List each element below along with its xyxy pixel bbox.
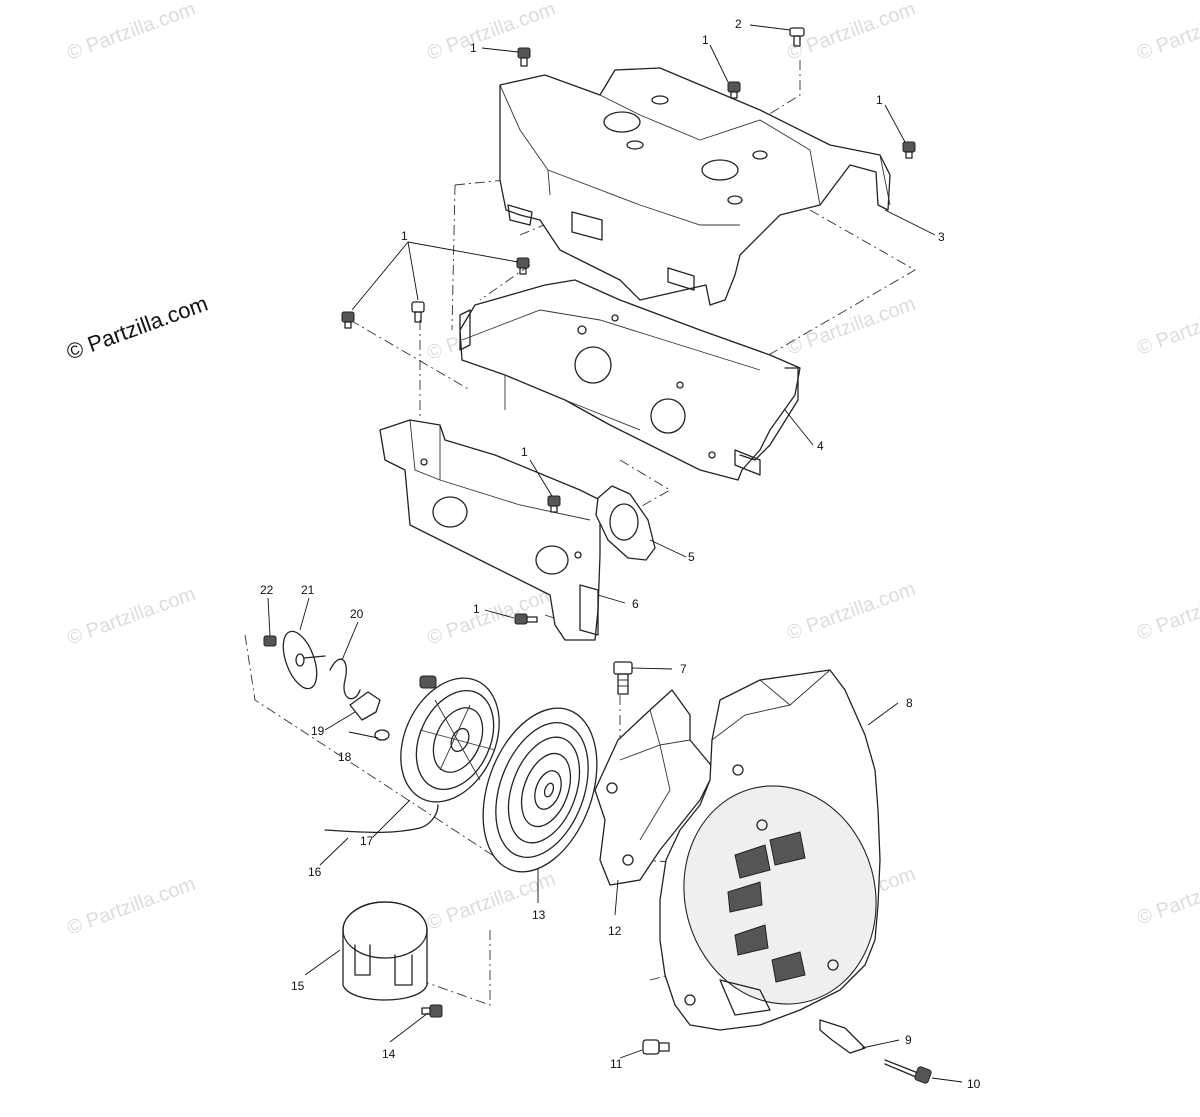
- callout-15: 15: [291, 979, 305, 993]
- part-19-pawl: [349, 691, 381, 721]
- watermark: © Partzilla.com: [64, 583, 198, 650]
- part-9-bracket: [819, 1019, 866, 1054]
- callout-22: 22: [260, 583, 274, 597]
- bolt-2: [789, 27, 805, 47]
- part-22-nut: [263, 635, 277, 647]
- callout-1: 1: [876, 93, 883, 107]
- bolt-1: [547, 495, 561, 513]
- part-5-gasket: [595, 485, 656, 561]
- callout-12: 12: [608, 924, 622, 938]
- brand-label: © Partzilla.com: [63, 291, 211, 365]
- callout-19: 19: [311, 724, 325, 738]
- callout-1: 1: [521, 445, 528, 459]
- callout-18: 18: [338, 750, 352, 764]
- callout-5: 5: [688, 550, 695, 564]
- watermark: © Partzilla.com: [424, 583, 558, 650]
- part-3-upper-shroud: [499, 67, 891, 306]
- part-8-fan-housing: [659, 669, 881, 1031]
- callout-14: 14: [382, 1047, 396, 1061]
- watermark: © Partzilla.com: [1134, 293, 1200, 360]
- callout-1: 1: [702, 33, 709, 47]
- part-13-recoil-spring: [482, 707, 598, 873]
- callout-21: 21: [301, 583, 315, 597]
- watermark: © Partzilla.com: [64, 0, 198, 65]
- leader-lines: [267, 24, 963, 1083]
- part-12-starter-bracket: [594, 689, 716, 886]
- callout-13: 13: [532, 908, 546, 922]
- callout-10: 10: [967, 1077, 981, 1091]
- watermark: © Partzilla.com: [784, 578, 918, 645]
- part-11-bolt: [642, 1039, 670, 1055]
- bolt-1: [727, 81, 741, 99]
- bolt-1: [517, 47, 531, 67]
- bolt-1: [902, 141, 916, 159]
- part-21-washer: [282, 630, 326, 690]
- watermark: © Partzilla.com: [424, 0, 558, 65]
- bolt-1: [516, 257, 530, 275]
- callout-20: 20: [350, 607, 364, 621]
- callout-9: 9: [905, 1033, 912, 1047]
- part-10-bolt: [884, 1059, 932, 1084]
- bolt-1: [514, 613, 538, 625]
- watermark: © Partzilla.com: [1134, 578, 1200, 645]
- part-20-clip: [329, 658, 361, 700]
- bolt-1: [341, 311, 355, 329]
- callout-3: 3: [938, 230, 945, 244]
- callout-4: 4: [817, 439, 824, 453]
- watermark: © Partzilla.com: [1134, 863, 1200, 930]
- callout-17: 17: [360, 834, 374, 848]
- part-17-pulley: [400, 675, 500, 803]
- callout-6: 6: [632, 597, 639, 611]
- callout-16: 16: [308, 865, 322, 879]
- part-6-side-bracket: [379, 419, 601, 641]
- part-7-bolt: [613, 661, 633, 695]
- callout-7: 7: [680, 662, 687, 676]
- watermark: © Partzilla.com: [784, 293, 918, 360]
- bolt-1: [411, 301, 425, 323]
- callout-1: 1: [470, 41, 477, 55]
- callouts: 1 2 1 1 3 1 4 1 5 6 1 22 21 20 7 8 19 18…: [260, 17, 981, 1091]
- bolts: [341, 27, 916, 625]
- part-4-lower-shroud: [459, 279, 801, 481]
- callout-1: 1: [401, 229, 408, 243]
- callout-8: 8: [906, 696, 913, 710]
- watermark: © Partzilla.com: [1134, 0, 1200, 65]
- part-14-bolt: [421, 1004, 443, 1018]
- callout-1: 1: [473, 602, 480, 616]
- part-16-rope: [324, 804, 439, 834]
- part-15-cup: [342, 901, 428, 1001]
- part-18-spring: [374, 729, 390, 741]
- watermark: © Partzilla.com: [64, 873, 198, 940]
- callout-2: 2: [735, 17, 742, 31]
- callout-11: 11: [610, 1057, 623, 1071]
